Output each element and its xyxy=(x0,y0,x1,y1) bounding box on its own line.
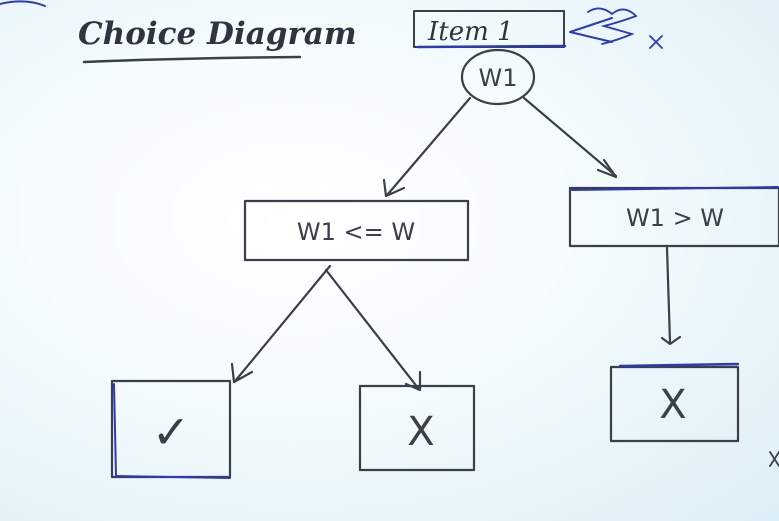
arrowhead-leaf1 xyxy=(230,362,254,384)
root-node: W1 xyxy=(460,48,536,106)
edge-left-to-leaf2 xyxy=(324,268,420,390)
edge-root-to-right xyxy=(522,96,618,178)
item-label: Item 1 xyxy=(427,17,514,47)
title-underline xyxy=(82,55,302,64)
leaf-3-label: X xyxy=(659,382,686,428)
arrowhead-leaf3 xyxy=(660,335,682,346)
diagram-title: Choice Diagram xyxy=(78,16,357,52)
edge-root-to-left xyxy=(386,96,472,196)
condition-left: W1 <= W xyxy=(243,199,470,262)
edge-left-to-leaf1 xyxy=(234,264,332,382)
arrowhead-left xyxy=(382,178,406,198)
leaf-2-label: X xyxy=(407,409,434,455)
edge-right-to-leaf3 xyxy=(665,246,672,344)
condition-right-label: W1 > W xyxy=(626,204,724,232)
edge-scribble xyxy=(769,451,779,467)
root-label: W1 xyxy=(479,64,518,92)
leaf-box-3: X xyxy=(609,362,740,443)
condition-left-label: W1 <= W xyxy=(297,218,415,246)
condition-right: W1 > W xyxy=(568,186,779,248)
leaf-1-label: ✓ xyxy=(152,405,191,459)
arrowhead-right xyxy=(596,158,618,179)
leaf-box-1: ✓ xyxy=(110,379,232,479)
leaf-box-2: X xyxy=(358,384,476,472)
item-scribble xyxy=(569,7,663,49)
corner-stroke xyxy=(0,0,46,7)
item-box: Item 1 xyxy=(413,10,567,49)
